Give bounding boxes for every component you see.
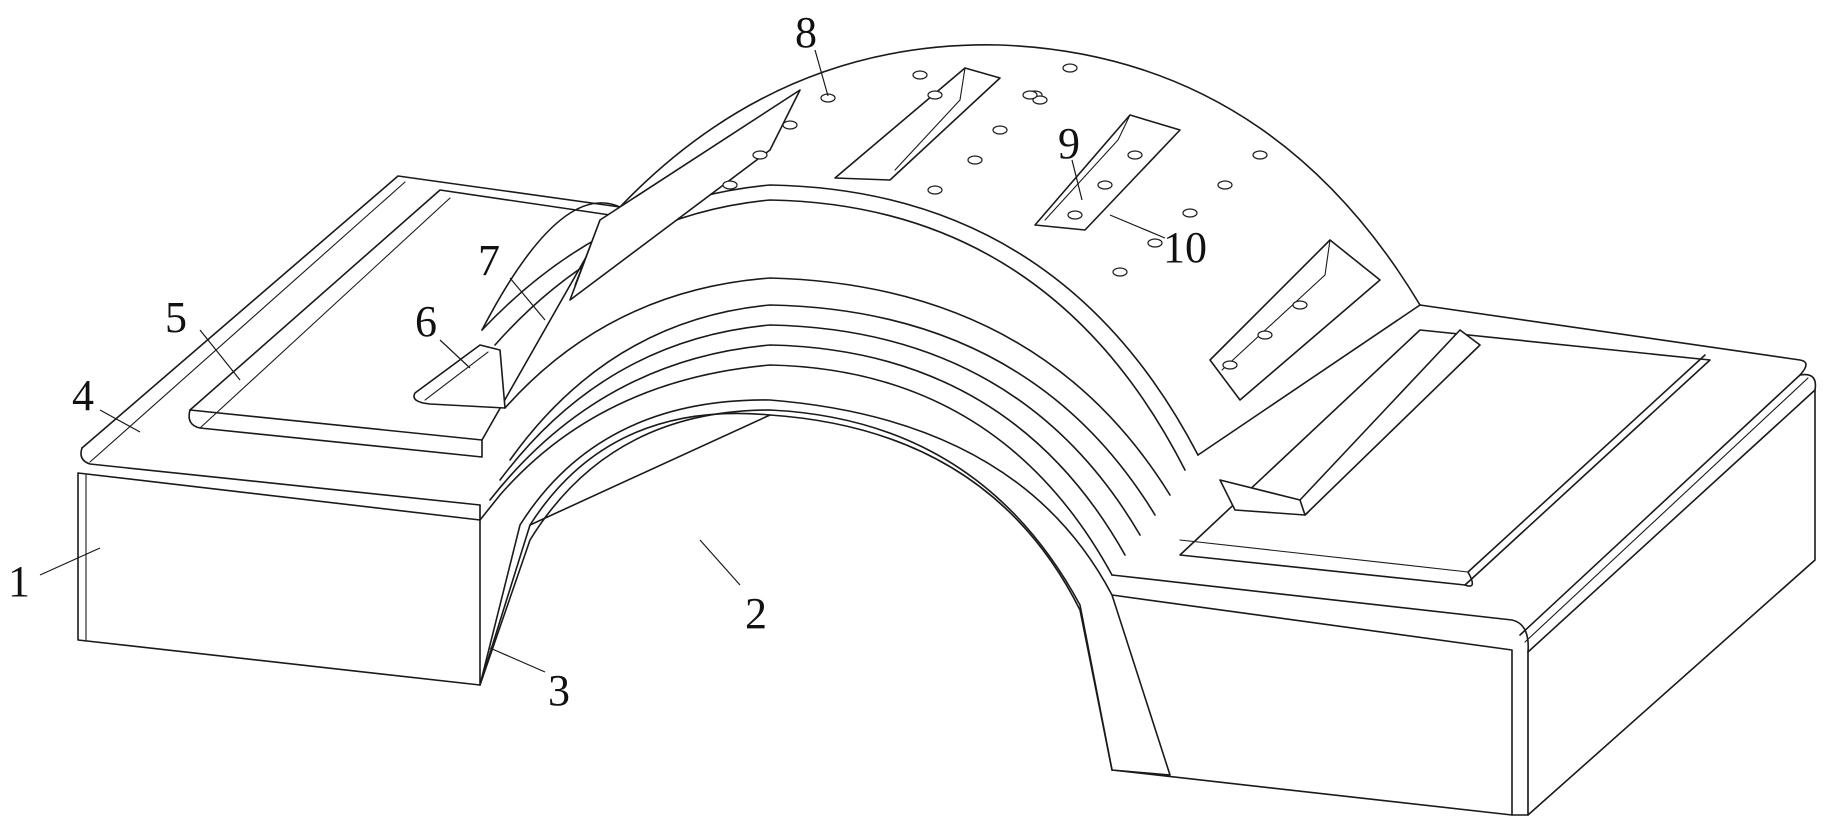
slots bbox=[569, 67, 1381, 401]
left-tab bbox=[413, 344, 506, 409]
label-7: 7 bbox=[478, 236, 500, 285]
arch-band-3 bbox=[499, 324, 1141, 536]
leader-5 bbox=[199, 329, 241, 381]
right-block-bevel bbox=[1524, 377, 1809, 643]
leader-7 bbox=[509, 277, 546, 321]
labels: 1 2 3 4 5 6 7 8 9 10 bbox=[8, 8, 1207, 715]
arch-band-4 bbox=[509, 304, 1156, 516]
arch-band-2 bbox=[489, 344, 1126, 556]
hole bbox=[1067, 210, 1083, 220]
right-block-side-face bbox=[1527, 389, 1816, 816]
slot-center bbox=[834, 67, 1001, 181]
leader-2 bbox=[699, 539, 741, 586]
right-tab bbox=[1219, 329, 1481, 516]
label-5: 5 bbox=[165, 293, 187, 342]
hole bbox=[992, 125, 1008, 135]
right-block-back-edge bbox=[1419, 304, 1807, 376]
leader-9 bbox=[1071, 159, 1083, 201]
label-3: 3 bbox=[548, 666, 570, 715]
hole bbox=[1217, 180, 1233, 190]
right-block-front-face bbox=[1111, 594, 1513, 816]
hole bbox=[1112, 267, 1128, 277]
hole bbox=[1182, 208, 1198, 218]
left-pad-bevel bbox=[199, 197, 451, 429]
arch-inner-face bbox=[479, 399, 1171, 776]
leader-3 bbox=[489, 647, 546, 673]
slot-right bbox=[1209, 239, 1381, 401]
arch-top-right-edge bbox=[1197, 304, 1421, 456]
arch-band-1 bbox=[479, 364, 1113, 576]
hole bbox=[722, 180, 738, 190]
slot-right-inner bbox=[1221, 239, 1331, 371]
hole bbox=[1097, 180, 1113, 190]
hole bbox=[1257, 330, 1273, 340]
right-base-block bbox=[1111, 304, 1817, 816]
right-block-corner bbox=[1511, 651, 1529, 816]
arch-band-5 bbox=[504, 277, 1171, 496]
arch-opening-edge bbox=[479, 412, 1113, 771]
hole bbox=[1062, 63, 1078, 73]
left-tab-body bbox=[413, 344, 506, 409]
left-block-back-edge bbox=[81, 175, 621, 449]
right-pad bbox=[1179, 329, 1711, 587]
hole bbox=[752, 150, 768, 160]
label-1: 1 bbox=[8, 557, 30, 606]
leader-1 bbox=[39, 547, 101, 576]
hole bbox=[912, 70, 928, 80]
left-tab-line bbox=[424, 351, 489, 401]
holes bbox=[722, 63, 1308, 370]
right-pad-line bbox=[1179, 539, 1469, 573]
leader-lines bbox=[39, 49, 1166, 673]
hole bbox=[1292, 300, 1308, 310]
label-2: 2 bbox=[745, 589, 767, 638]
label-4: 4 bbox=[72, 371, 94, 420]
leader-6 bbox=[439, 339, 471, 369]
right-block-front-top-edge bbox=[1111, 574, 1529, 653]
arch-inner-shadow-line bbox=[529, 414, 771, 526]
leader-4 bbox=[99, 409, 141, 433]
leader-8 bbox=[814, 49, 829, 97]
hole bbox=[1222, 360, 1238, 370]
hole bbox=[927, 90, 943, 100]
hole bbox=[927, 185, 943, 195]
hole bbox=[1252, 150, 1268, 160]
arch-top-back-edge bbox=[619, 44, 1421, 306]
label-10: 10 bbox=[1163, 223, 1207, 272]
right-pad-top bbox=[1179, 329, 1711, 586]
hole bbox=[967, 155, 983, 165]
left-pad-top bbox=[189, 189, 611, 441]
arch-top-left-edge bbox=[481, 202, 621, 331]
right-tab-side bbox=[1299, 329, 1481, 516]
leader-10 bbox=[1109, 214, 1166, 239]
label-8: 8 bbox=[795, 8, 817, 57]
label-9: 9 bbox=[1058, 119, 1080, 168]
hole bbox=[1147, 238, 1163, 248]
left-pad bbox=[188, 189, 611, 458]
hole bbox=[1032, 95, 1048, 105]
left-block-front-top-edge bbox=[80, 447, 481, 506]
slot-left-inner bbox=[574, 219, 601, 286]
slot-9 bbox=[1034, 114, 1181, 231]
hole bbox=[782, 120, 798, 130]
slot-center-inner bbox=[894, 67, 966, 171]
slot-9-inner bbox=[1044, 114, 1131, 221]
left-block-bevel bbox=[89, 181, 406, 463]
arch-body bbox=[479, 44, 1421, 776]
left-block-front-face bbox=[77, 472, 481, 686]
slot-left bbox=[569, 89, 801, 301]
arch-band-7 bbox=[481, 184, 1199, 456]
hole bbox=[1127, 150, 1143, 160]
label-6: 6 bbox=[415, 297, 437, 346]
hole bbox=[1022, 90, 1038, 100]
